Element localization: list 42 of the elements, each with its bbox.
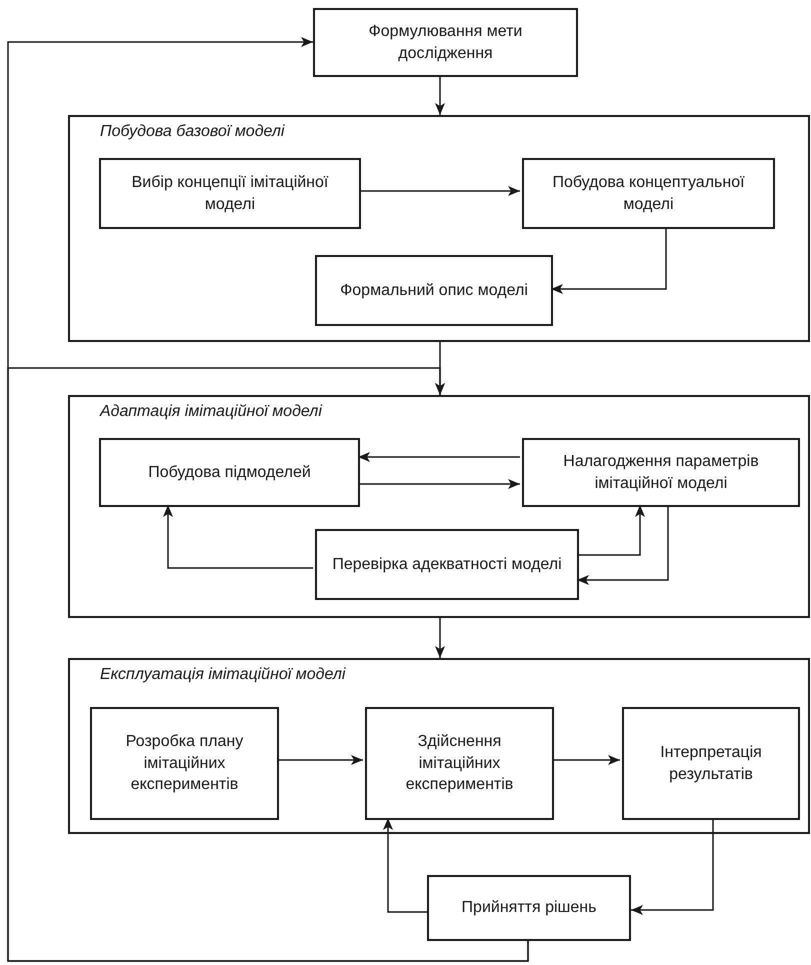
stage-title: Побудова базової моделі: [100, 123, 284, 141]
arrow: [383, 818, 427, 913]
process-box: [427, 875, 631, 941]
stage-frame: [68, 658, 810, 834]
stage-frame: [68, 115, 810, 342]
step-label: Формулювання мети дослідження: [368, 22, 524, 64]
step-label: Налагодження параметрів імітаційної моделі: [562, 452, 760, 494]
arrow: [435, 618, 445, 658]
process-box: [522, 438, 800, 507]
process-box: [90, 707, 279, 820]
arrow: [358, 479, 520, 489]
process-box: [522, 158, 775, 229]
step-label: Здійснення імітаційних експериментів: [404, 732, 514, 796]
arrow: [359, 186, 520, 196]
process-box: [315, 255, 553, 326]
arrow: [577, 505, 645, 556]
step-label: Вибір концепції імітаційної моделі: [130, 172, 330, 214]
arrow: [358, 452, 520, 462]
step-label: Формальний опис моделі: [340, 280, 528, 301]
step-label: Інтерпретація результатів: [659, 742, 763, 784]
stage-title: Адаптація імітаційної моделі: [100, 403, 322, 421]
process-box: [315, 529, 579, 600]
process-box: [365, 707, 554, 820]
arrow: [277, 755, 363, 765]
arrow: [631, 818, 714, 915]
arrow: [577, 505, 669, 585]
process-box: [99, 438, 360, 507]
stage-frame: [68, 395, 810, 618]
process-box: [313, 8, 578, 77]
arrow: [435, 77, 445, 115]
arrow: [551, 227, 667, 294]
step-label: Побудова концептуальної моделі: [551, 172, 746, 214]
arrow: [552, 755, 620, 765]
process-box: [99, 158, 361, 229]
step-label: Перевірка адекватності моделі: [332, 554, 562, 575]
arrow: [163, 505, 313, 569]
stage-title: Експлуатація імітаційної моделі: [100, 666, 346, 684]
step-label: Побудова підмоделей: [148, 462, 311, 483]
process-box: [622, 707, 800, 820]
step-label: Розробка плану імітаційних експериментів: [124, 732, 244, 796]
arrow: [7, 367, 529, 962]
step-label: Прийняття рішень: [462, 898, 596, 918]
